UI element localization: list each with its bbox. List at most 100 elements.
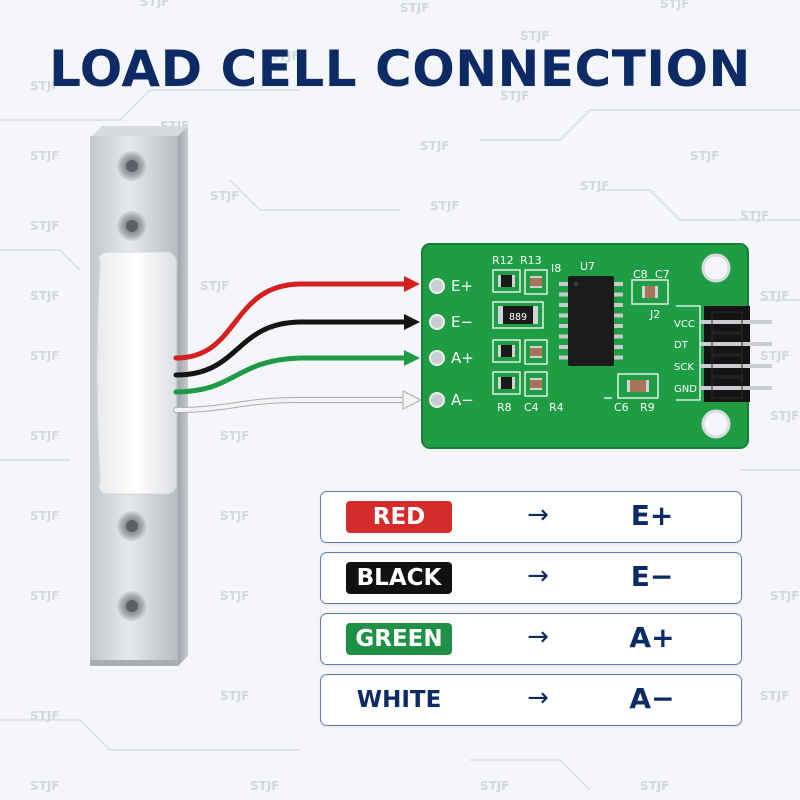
- label-u7: U7: [580, 260, 595, 273]
- ic-pin: [559, 345, 569, 349]
- smd-capacitor-c4: [530, 378, 542, 390]
- ic-pin: [613, 324, 623, 328]
- watermark-text: STJF: [660, 0, 690, 11]
- watermark-text: STJF: [770, 409, 800, 423]
- label-r13: R13: [520, 254, 542, 267]
- strain-gauge-potting: [96, 251, 177, 495]
- pad-label-e-plus: E+: [451, 277, 473, 295]
- label-r4: R4: [549, 401, 564, 414]
- watermark-text: STJF: [220, 509, 250, 523]
- ic-pin: [559, 355, 569, 360]
- hx711-board: E+ E− A+ A−: [421, 243, 772, 449]
- ic-pin: [613, 313, 623, 318]
- watermark-text: STJF: [30, 149, 60, 163]
- ic-pin: [559, 313, 569, 318]
- watermark-text: STJF: [220, 689, 250, 703]
- header-housing-cell: [711, 333, 743, 355]
- watermark-text: STJF: [30, 509, 60, 523]
- header-pin: [700, 342, 772, 346]
- pad-label-e-minus: E−: [451, 313, 473, 331]
- arrow-right-icon: →: [527, 683, 549, 713]
- wires: [173, 276, 423, 413]
- watermark-text: STJF: [760, 349, 790, 363]
- arrow-right-icon: →: [527, 561, 549, 591]
- color-label-black: BLACK: [346, 562, 452, 594]
- pin-label-e-minus: E−: [630, 560, 674, 593]
- wire-red: [173, 281, 407, 361]
- watermark-text: STJF: [30, 79, 60, 93]
- header-housing-cell: [711, 311, 743, 333]
- pcb-hole-bottom: [701, 409, 731, 439]
- load-cell: [90, 126, 188, 666]
- mapping-row-green: GREEN → A+: [320, 613, 742, 665]
- ic-pin: [559, 324, 569, 328]
- watermark-text: STJF: [690, 149, 720, 163]
- watermark-text: STJF: [400, 1, 430, 15]
- pad-label-a-plus: A+: [451, 349, 474, 367]
- watermark-text: STJF: [760, 689, 790, 703]
- arrow-right-icon: →: [527, 622, 549, 652]
- label-c6: C6: [614, 401, 629, 414]
- label-j2: J2: [649, 308, 660, 321]
- label-i8: I8: [551, 262, 561, 275]
- wire-arrow-red: [404, 276, 420, 292]
- label-c4: C4: [524, 401, 539, 414]
- watermark-text: STJF: [30, 349, 60, 363]
- watermark-text: STJF: [30, 779, 60, 793]
- watermark-text: STJF: [200, 279, 230, 293]
- color-label-red: RED: [346, 501, 452, 533]
- label-c7: C7: [655, 268, 670, 281]
- watermark-text: STJF: [740, 209, 770, 223]
- ic-pin: [559, 292, 569, 297]
- label-c8: C8: [633, 268, 648, 281]
- watermark-group: STJF STJF STJF STJF STJF STJF STJF STJF STJF STJF…: [30, 0, 800, 793]
- pcb-hole-top: [701, 253, 731, 283]
- page-title: LOAD CELL CONNECTION: [49, 40, 751, 98]
- ic-pin: [613, 282, 623, 286]
- wire-green: [173, 355, 407, 395]
- watermark-text: STJF: [580, 179, 610, 193]
- pad-e-minus: [429, 314, 445, 330]
- ic-pin: [559, 303, 569, 307]
- pin-label-a-minus: A−: [629, 682, 675, 715]
- smd-resistor-r8: [498, 377, 515, 389]
- ic-pin: [559, 334, 569, 339]
- ic-pin: [613, 355, 623, 360]
- mapping-row-white: WHITE → A−: [320, 674, 742, 726]
- header-label-vcc: VCC: [674, 319, 695, 330]
- watermark-text: STJF: [770, 589, 800, 603]
- ic-pin: [613, 334, 623, 339]
- pin-label-a-plus: A+: [629, 621, 675, 654]
- smd-capacitor-c6: [627, 380, 649, 392]
- watermark-text: STJF: [500, 89, 530, 103]
- watermark-text: STJF: [640, 779, 670, 793]
- smd-resistor-mid: [498, 345, 515, 357]
- color-label-white: WHITE: [346, 684, 452, 716]
- watermark-text: STJF: [210, 189, 240, 203]
- pin-label-e-plus: E+: [630, 499, 674, 532]
- watermark-text: STJF: [30, 429, 60, 443]
- label-r9: R9: [640, 401, 655, 414]
- load-cell-top-face: [92, 126, 188, 136]
- pad-a-plus: [429, 350, 445, 366]
- header-pin: [700, 364, 772, 368]
- smd-capacitor-c8: [642, 286, 658, 298]
- watermark-text: STJF: [30, 589, 60, 603]
- label-r8: R8: [497, 401, 512, 414]
- header-label-sck: SCK: [674, 362, 694, 373]
- watermark-text: STJF: [420, 139, 450, 153]
- smd-capacitor-r13: [530, 276, 542, 288]
- hx711-ic: [559, 276, 623, 366]
- load-cell-bottom-edge: [90, 660, 178, 666]
- header-label-gnd: GND: [674, 384, 697, 395]
- chip-code: 889: [509, 312, 527, 323]
- arrow-right-icon: →: [527, 500, 549, 530]
- wire-arrow-white: [402, 390, 423, 410]
- ic-pin: [613, 292, 623, 297]
- pad-a-minus: [429, 392, 445, 408]
- wire-arrow-green: [404, 350, 420, 366]
- header-pin: [700, 386, 772, 390]
- watermark-text: STJF: [30, 289, 60, 303]
- watermark-text: STJF: [30, 709, 60, 723]
